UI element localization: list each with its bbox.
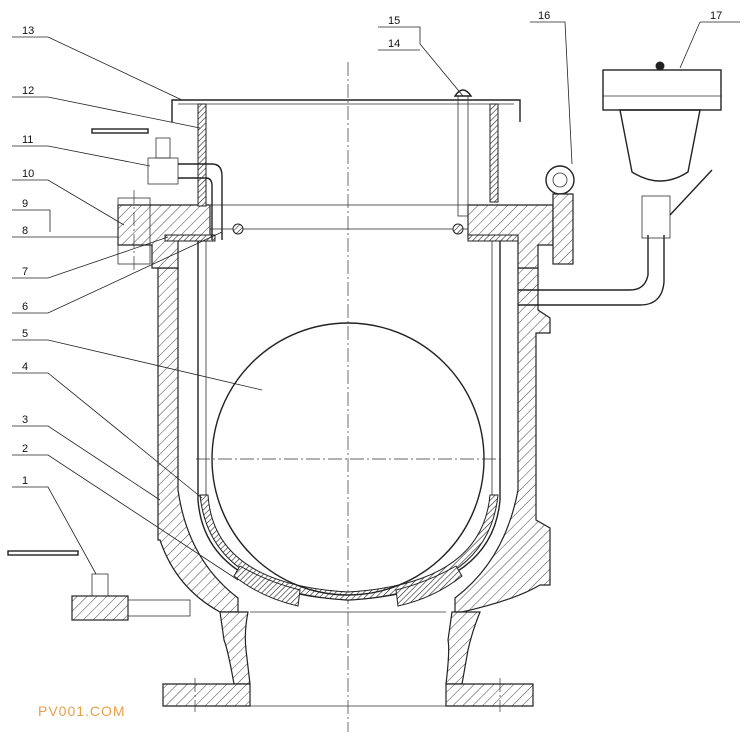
watermark: PV001.COM xyxy=(38,703,126,719)
drain-valve-body xyxy=(71,595,129,621)
cap-bolt xyxy=(457,95,469,217)
callout-2: 2 xyxy=(22,443,28,455)
valve-seat-right xyxy=(395,565,463,607)
top-cap xyxy=(171,99,521,122)
eye-bolt-ring xyxy=(545,165,575,195)
callout-12: 12 xyxy=(22,85,34,97)
drain-valve-handle xyxy=(7,550,79,556)
gasket-left xyxy=(164,234,216,242)
cap-bolt-head xyxy=(453,89,473,97)
body-neck-left xyxy=(219,611,251,685)
air-vent-bowl xyxy=(619,109,701,182)
ball-valve-top-stem xyxy=(155,137,171,159)
callout-11: 11 xyxy=(22,134,33,146)
air-release-cap xyxy=(655,61,665,71)
callout-6: 6 xyxy=(22,301,28,313)
body-left-wall xyxy=(157,267,239,613)
callout-16: 16 xyxy=(538,10,550,22)
oring-right xyxy=(452,223,464,235)
gasket-right xyxy=(467,234,519,242)
callout-17: 17 xyxy=(710,10,722,22)
callout-1: 1 xyxy=(22,475,28,487)
bottom-flange-left xyxy=(162,683,251,707)
side-ball-valve xyxy=(641,195,671,239)
drain-valve-stem xyxy=(91,573,109,597)
cover-plate xyxy=(209,204,469,230)
callout-3: 3 xyxy=(22,414,28,426)
callout-7: 7 xyxy=(22,266,28,278)
air-release-valve xyxy=(602,69,722,111)
valve-seat-left xyxy=(233,565,301,607)
callout-14: 14 xyxy=(388,38,400,50)
callout-15: 15 xyxy=(388,15,400,27)
bottom-flange-right xyxy=(445,683,534,707)
eye-bolt-ring-inner xyxy=(552,172,568,188)
callout-13: 13 xyxy=(22,25,34,37)
callout-8: 8 xyxy=(22,225,28,237)
callout-5: 5 xyxy=(22,328,28,340)
oring-left xyxy=(232,223,244,235)
bent-pipe-top xyxy=(178,163,223,240)
drain-pipe xyxy=(127,599,191,617)
ball-valve-top-body xyxy=(147,157,179,185)
callout-9: 9 xyxy=(22,198,28,210)
sleeve-left xyxy=(197,103,207,207)
callout-4: 4 xyxy=(22,361,28,373)
leader-lines xyxy=(12,21,740,581)
eye-bolt-shank xyxy=(552,193,574,265)
callout-10: 10 xyxy=(22,168,34,180)
body-right-wall xyxy=(454,267,551,613)
side-valve-handle xyxy=(669,169,713,216)
float-cage-inner xyxy=(205,240,493,593)
body-neck-right xyxy=(445,611,481,685)
float-ball xyxy=(211,322,485,596)
ball-valve-top-handle xyxy=(91,128,149,134)
sleeve-right xyxy=(489,103,499,203)
side-pipe xyxy=(518,235,665,306)
